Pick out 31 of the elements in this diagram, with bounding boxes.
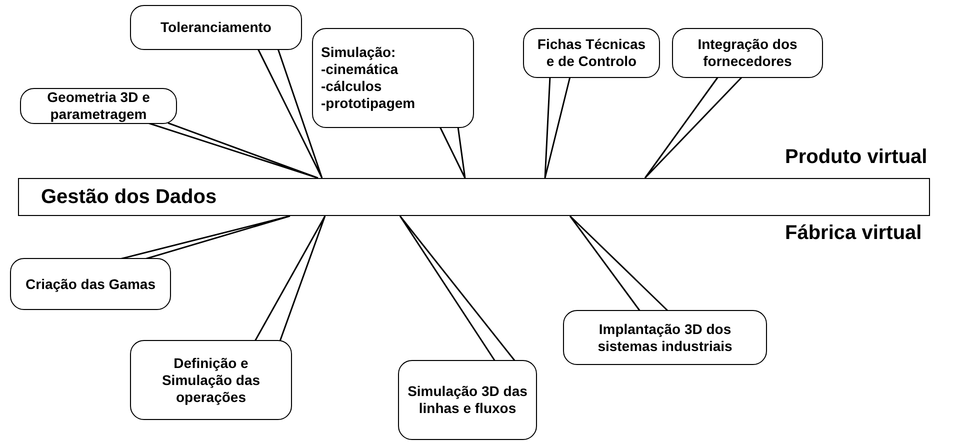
callout-pointer [399,215,516,362]
callout-text: Integração dos fornecedores [696,36,798,70]
callout-text: Simulação: -cinemática -cálculos -prototipagem [321,44,416,112]
callout-bubble [20,88,177,124]
callout-text: Toleranciamento [160,19,272,36]
callout-text: Criação das Gamas [26,276,156,292]
section-label: Produto virtual [785,146,928,169]
callout-bubble [523,28,660,78]
section-label: Fábrica virtual [785,222,922,245]
callout-pointer [569,215,669,312]
bar-title: Gestão dos Dados [41,186,217,208]
callout-bubble [563,310,767,365]
callout-text: Definição e Simulação das operações [160,354,262,406]
callout-bubble [10,258,171,310]
callout-pointer [254,215,326,342]
callout-pointer [147,122,319,179]
callout-pointer [439,126,466,179]
callout-text: Fichas Técnicas e de Controlo [536,36,647,70]
callout-text: Simulação 3D das linhas e fluxos [407,383,528,417]
callout-pointer [257,48,323,179]
callout-bubble [672,28,823,78]
data-bar [18,178,930,216]
callout-pointer [644,76,743,179]
callout-bubble [130,5,302,50]
callout-bubble [312,28,474,128]
callout-text: Implantação 3D dos sistemas industriais [596,320,734,354]
callout-text: Geometria 3D e parametragem [46,89,151,123]
callout-pointer [544,76,571,179]
callout-pointer [119,215,291,260]
callout-bubble [130,340,292,420]
callout-bubble [398,360,537,440]
